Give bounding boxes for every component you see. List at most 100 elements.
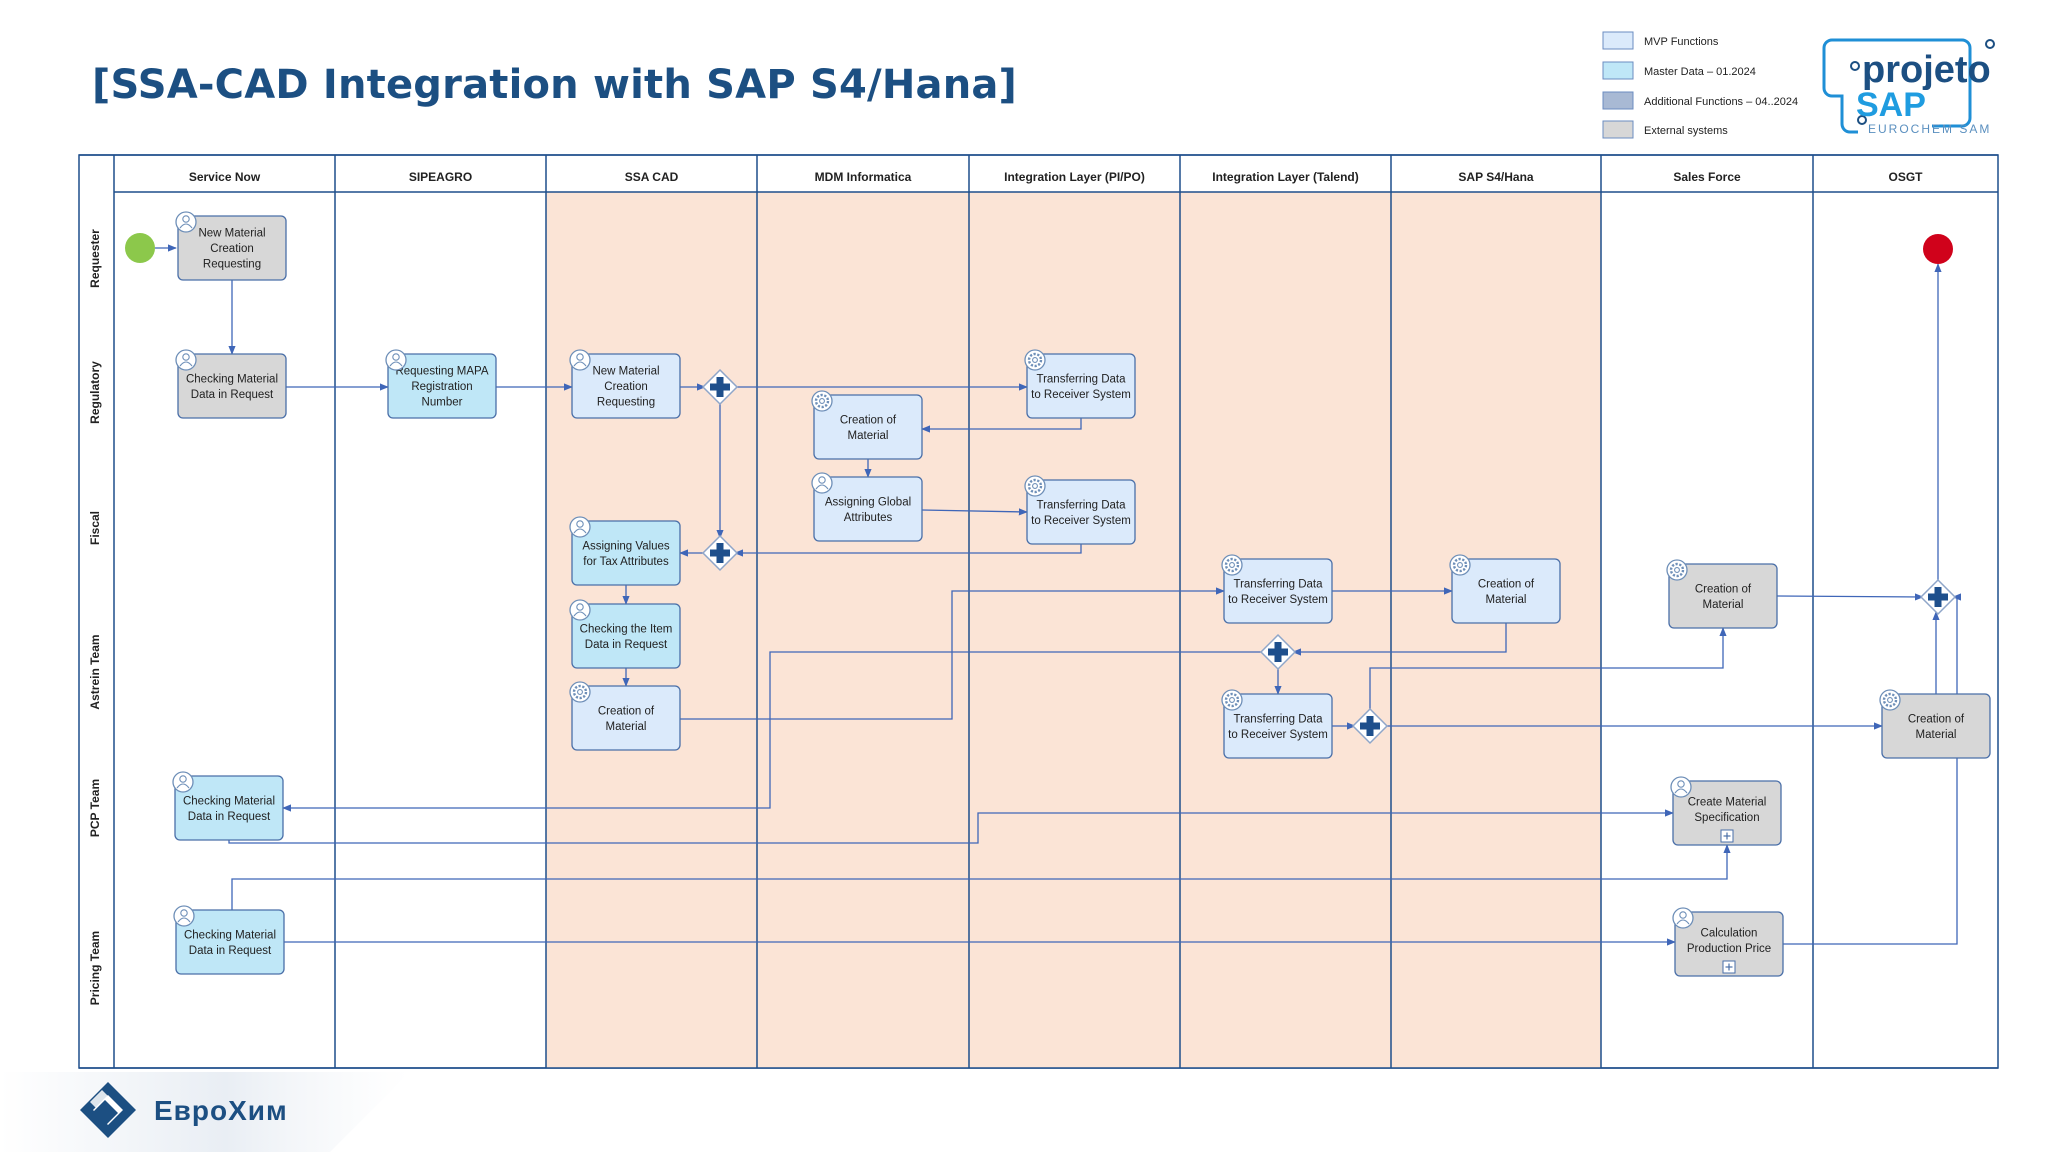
user-task-icon: [385, 349, 407, 371]
lane-label-6: Pricing Team: [88, 931, 102, 1005]
task-t11: Creation of Material: [569, 681, 681, 751]
service-task-icon: [1024, 349, 1046, 371]
task-label: to Receiver System: [1228, 729, 1328, 741]
task-t13: Creation of Material: [1449, 554, 1561, 624]
task-label: to Receiver System: [1228, 594, 1328, 606]
task-label: Calculation: [1701, 927, 1758, 939]
service-task-icon: [811, 390, 833, 412]
highlight-column: [1391, 192, 1601, 1068]
parallel-gateway: [701, 368, 739, 406]
task-label: Transferring Data: [1036, 499, 1126, 511]
logo-subtitle: EUROCHEM SAM: [1868, 122, 1991, 136]
sequence-flow: [1776, 593, 1924, 601]
task-label: Checking the Item: [580, 623, 673, 635]
sequence-flows: [155, 244, 1962, 946]
logo-projeto-text: projeto: [1862, 49, 1991, 91]
user-task-icon: [811, 472, 833, 494]
end-event: [1923, 234, 1953, 264]
user-task-icon: [173, 905, 195, 927]
page-title: [SSA-CAD Integration with SAP S4/Hana]: [92, 62, 1018, 108]
parallel-gateway: [1919, 578, 1957, 616]
task-label: Creation: [604, 381, 647, 393]
service-task-icon: [1221, 689, 1243, 711]
lane-label-3: Fiscal: [88, 511, 102, 545]
legend-swatch: [1602, 61, 1634, 80]
sequence-flow: [921, 508, 1028, 516]
task-label: New Material: [592, 366, 659, 378]
user-task-icon: [1672, 907, 1694, 929]
sequence-flow: [228, 809, 1674, 844]
eurochem-emblem-icon: [80, 1082, 136, 1138]
legend-label: Additional Functions – 04..2024: [1644, 96, 1798, 108]
task-label: Data in Request: [189, 945, 272, 957]
subprocess-marker-icon: [1720, 829, 1734, 843]
parallel-gateway: [1259, 633, 1297, 671]
task-label: Creation of: [840, 414, 897, 426]
task-label: Material: [606, 721, 647, 733]
service-task-icon: [1449, 554, 1471, 576]
highlight-column: [757, 192, 969, 1068]
user-task-icon: [569, 349, 591, 371]
service-task-icon: [569, 681, 591, 703]
task-label: Creation of: [1478, 578, 1535, 590]
eurochem-logo: ЕвроХим: [0, 1072, 410, 1152]
task-label: Attributes: [844, 512, 893, 524]
user-task-icon: [569, 516, 591, 538]
task-label: Data in Request: [191, 389, 274, 401]
legend-swatch: [1602, 91, 1634, 110]
service-task-icon: [1666, 559, 1688, 581]
system-header-6: Integration Layer (Talend): [1212, 170, 1358, 184]
highlight-column: [969, 192, 1180, 1068]
legend-item: External systems: [1602, 120, 1728, 139]
user-task-icon: [175, 349, 197, 371]
task-label: Checking Material: [183, 795, 275, 807]
user-task-icon: [175, 211, 197, 233]
user-task-icon: [172, 771, 194, 793]
task-label: Transferring Data: [1233, 578, 1323, 590]
start-event: [125, 233, 155, 263]
task-label: Requesting: [203, 259, 261, 271]
task-label: Assigning Values: [582, 540, 670, 552]
task-label: Checking Material: [184, 929, 276, 941]
task-label: Production Price: [1687, 943, 1771, 955]
system-header-2: SIPEAGRO: [409, 170, 472, 184]
sequence-flow: [734, 544, 1082, 557]
legend-label: Master Data – 01.2024: [1644, 66, 1756, 78]
task-label: Material: [1703, 599, 1744, 611]
task-label: New Material: [198, 228, 265, 240]
system-header-3: SSA CAD: [625, 170, 679, 184]
service-task-icon: [1879, 689, 1901, 711]
lane-label-4: Astrein Team: [88, 634, 102, 709]
lane-label-5: PCP Team: [88, 779, 102, 837]
legend-swatch: [1602, 120, 1634, 139]
system-header-4: MDM Informatica: [815, 170, 912, 184]
highlight-column: [1180, 192, 1391, 1068]
task-label: Number: [422, 397, 463, 409]
task-label: Material: [1486, 594, 1527, 606]
system-header-8: Sales Force: [1673, 170, 1741, 184]
projeto-sap-logo: projeto SAP EUROCHEM SAM: [1822, 38, 1995, 136]
task-label: Requesting: [597, 397, 655, 409]
task-label: Data in Request: [585, 639, 668, 651]
task-label: to Receiver System: [1031, 515, 1131, 527]
task-label: Creation of: [598, 705, 655, 717]
sequence-flow: [1369, 627, 1727, 711]
